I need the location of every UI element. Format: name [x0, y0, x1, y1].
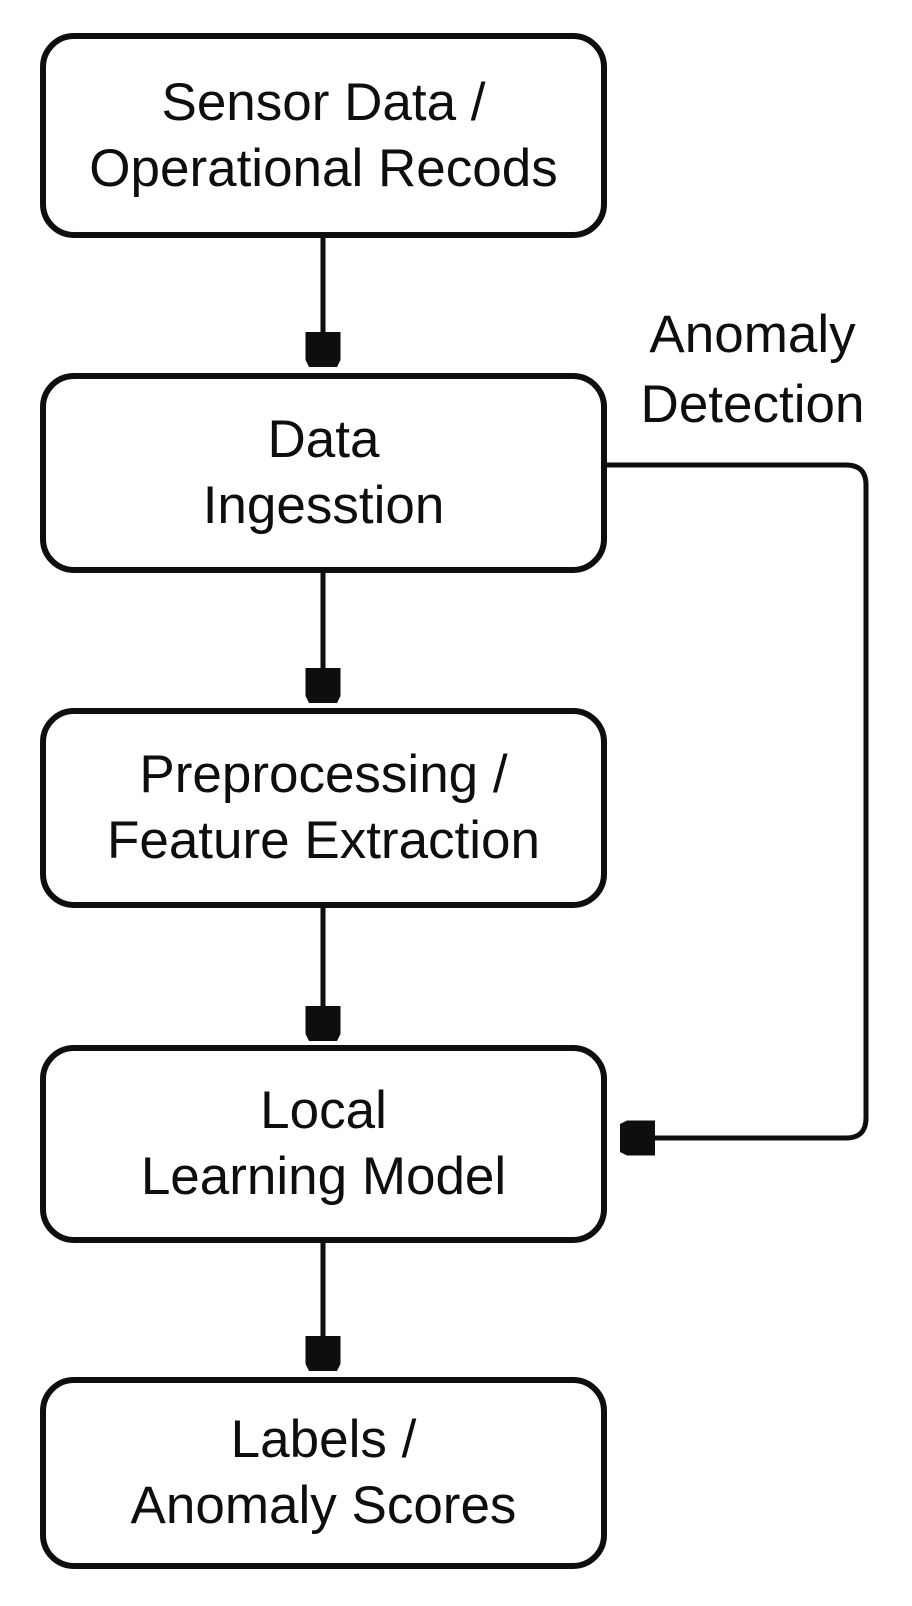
edge-anomaly-detection-feedback-arrow — [604, 462, 869, 1138]
edge-label-line: Detection — [640, 375, 865, 434]
anomaly-detection-edge-label: Anomaly Detection — [610, 300, 895, 440]
node-label-line: Ingesstion — [202, 476, 445, 535]
node-sensor-data: Sensor Data / Operational Recods — [40, 33, 607, 238]
node-label-line: Labels / — [230, 1410, 417, 1469]
node-label-line: Anomaly Scores — [130, 1476, 517, 1535]
node-label-line: Sensor Data / — [161, 72, 486, 132]
node-preprocessing: Preprocessing / Feature Extraction — [40, 708, 607, 908]
node-label-line: Data — [267, 410, 380, 469]
node-label-line: Learning Model — [140, 1147, 507, 1206]
node-label-line: Preprocessing / — [139, 745, 508, 804]
edge-label-line: Anomaly — [649, 305, 856, 364]
node-labels-anomaly-scores: Labels / Anomaly Scores — [40, 1377, 607, 1569]
node-label-line: Local — [260, 1081, 387, 1140]
node-label-line: Operational Recods — [89, 138, 558, 198]
node-data-ingestion: Data Ingesstion — [40, 373, 607, 573]
node-local-learning-model: Local Learning Model — [40, 1045, 607, 1243]
node-label-line: Feature Extraction — [106, 811, 541, 870]
